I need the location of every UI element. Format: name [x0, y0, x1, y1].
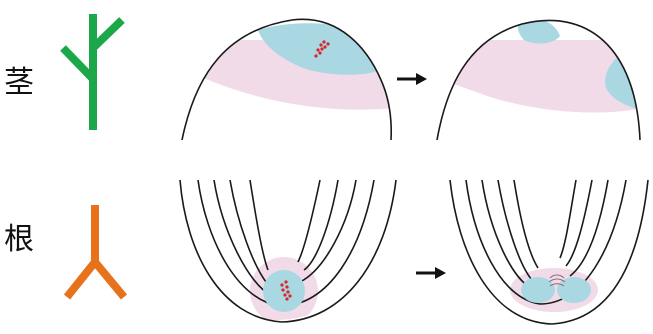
root-tip-initial: [180, 180, 396, 325]
stem-b-meristem-left: [518, 18, 560, 43]
root-b-meristem-right: [557, 277, 591, 303]
root-right-branch: [95, 262, 124, 297]
stem-transition-arrow: [397, 73, 427, 85]
root-left-branch: [67, 262, 95, 297]
root-transition-arrow: [416, 267, 446, 279]
stem-apex-branched: [420, 18, 653, 140]
stem-left-branch: [63, 48, 93, 79]
root-tip-branched: [450, 180, 648, 324]
root-branch-icon: [67, 205, 124, 297]
stem-branch-icon: [63, 14, 122, 130]
stem-apex-initial: [150, 19, 420, 140]
stem-right-branch: [93, 20, 122, 48]
